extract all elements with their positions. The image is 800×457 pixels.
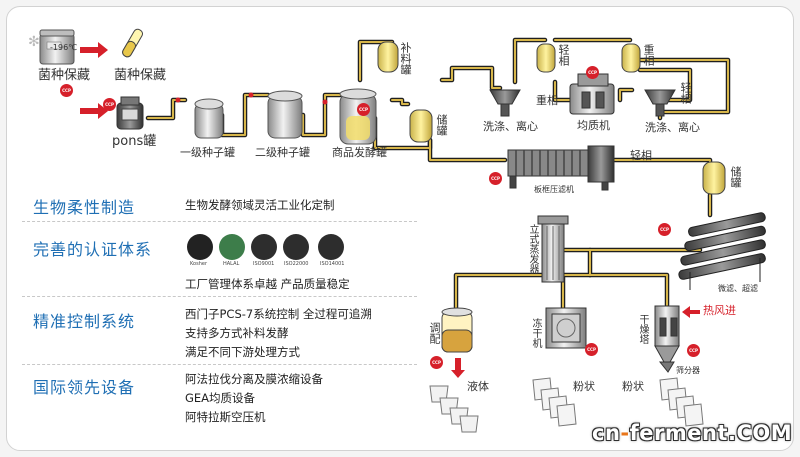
freeze-dryer-equipment xyxy=(545,307,587,349)
label-sieve: 筛分器 xyxy=(676,366,700,375)
cert-caption: Kosher xyxy=(190,261,207,267)
cert-caption: ISO9001 xyxy=(253,261,275,267)
label-blending: 调配 xyxy=(428,322,441,344)
centrifuges xyxy=(489,89,676,117)
feature-heading-equipment: 国际领先设备 xyxy=(33,378,136,397)
label-pons-tank: pons罐 xyxy=(112,134,157,149)
cqc-icon xyxy=(283,234,309,260)
ccp-badge: CCP xyxy=(489,172,502,185)
cqc-icon xyxy=(318,234,344,260)
feature-heading-control-system: 精准控制系统 xyxy=(33,312,136,331)
spray-dryer-equipment xyxy=(654,305,680,373)
label-light-phase-tank-1: 轻相 xyxy=(557,44,570,66)
evaporator-equipment xyxy=(537,215,569,283)
label-feed-tank: 补料罐 xyxy=(399,42,412,75)
label-homogenizer: 均质机 xyxy=(577,119,610,132)
site-logo: cn-ferment.COM xyxy=(592,421,793,445)
label-wash-centrifuge-1: 洗涤、离心 xyxy=(483,120,538,133)
liquid-product-cups xyxy=(429,385,479,433)
label-wash-centrifuge-2: 洗涤、离心 xyxy=(645,121,700,134)
pons-tank-equipment xyxy=(116,96,144,130)
label-filtration: 微滤、超滤 xyxy=(718,284,758,293)
feature-desc-equipment-1: 阿法拉伐分离及膜浓缩设备 xyxy=(185,372,323,386)
pipe-network xyxy=(145,37,731,313)
test-tube xyxy=(122,28,143,58)
feature-desc-control-2: 支持多方式补料发酵 xyxy=(185,326,289,340)
halal-icon xyxy=(219,234,245,260)
powder-bags-1 xyxy=(532,377,577,427)
label-spray-dryer: 干燥塔 xyxy=(637,314,648,344)
label-powder-product-1: 粉状 xyxy=(573,380,595,393)
ccp-badge: CCP xyxy=(687,344,700,357)
ccp-badge: CCP xyxy=(103,98,116,111)
steam-valves xyxy=(175,92,328,105)
membrane-filters xyxy=(678,212,766,290)
liquid-arrow xyxy=(451,358,465,378)
kosher-icon xyxy=(187,234,213,260)
ccp-badge: CCP xyxy=(658,223,671,236)
label-production-fermenter: 商品发酵罐 xyxy=(332,146,387,159)
hot-air-arrow xyxy=(682,306,700,318)
label-strain-storage-tube: 菌种保藏 xyxy=(114,68,167,83)
red-arrows xyxy=(80,42,108,119)
ccp-badge: CCP xyxy=(585,343,598,356)
freezer-display: -196℃ xyxy=(50,43,78,52)
ccp-badge: CCP xyxy=(586,66,599,79)
feature-heading-flexible-manufacturing: 生物柔性制造 xyxy=(33,198,136,217)
feature-desc-control-3: 满足不同下游处理方式 xyxy=(185,345,300,359)
homogenizer-equipment xyxy=(569,73,615,115)
powder-bags-2 xyxy=(659,377,704,427)
ccp-badge: CCP xyxy=(357,103,370,116)
divider xyxy=(22,221,417,222)
blending-tank xyxy=(441,307,473,353)
label-heavy-phase: 重相 xyxy=(536,94,558,107)
divider xyxy=(22,296,417,297)
feature-desc-control-1: 西门子PCS-7系统控制 全过程可追溯 xyxy=(185,307,372,321)
label-light-phase-tank-2: 轻相 xyxy=(679,82,692,104)
feature-desc-equipment-3: 阿特拉斯空压机 xyxy=(185,410,266,424)
freezer-unit: ✻ xyxy=(28,29,75,65)
label-storage-tank-2: 储罐 xyxy=(729,166,742,188)
ccp-badge: CCP xyxy=(430,356,443,369)
ccp-badge: CCP xyxy=(60,84,73,97)
label-plate-filter-press: 板框压滤机 xyxy=(534,185,574,194)
label-hot-air-in: 热风进 xyxy=(703,304,736,317)
label-vertical-evaporator: 立式蒸发器 xyxy=(527,224,538,274)
label-liquid-product: 液体 xyxy=(467,380,489,393)
divider xyxy=(22,364,417,365)
cqc-icon xyxy=(251,234,277,260)
label-heavy-phase-tank: 重相 xyxy=(642,44,655,66)
label-secondary-seed-tank: 二级种子罐 xyxy=(255,146,310,159)
feature-heading-certification: 完善的认证体系 xyxy=(33,240,153,259)
steel-tanks xyxy=(194,88,377,145)
yellow-tanks xyxy=(377,41,726,195)
svg-text:✻: ✻ xyxy=(28,34,40,50)
label-strain-storage: 菌种保藏 xyxy=(38,68,91,83)
label-powder-product-2: 粉状 xyxy=(622,380,644,393)
label-light-phase: 轻相 xyxy=(630,149,652,162)
cert-caption: ISO22000 xyxy=(284,261,309,267)
label-freeze-dryer: 冻干机 xyxy=(530,318,541,348)
feature-desc-certification: 工厂管理体系卓越 产品质量稳定 xyxy=(185,277,350,291)
label-primary-seed-tank: 一级种子罐 xyxy=(180,146,235,159)
cert-caption: HALAL xyxy=(223,261,240,267)
feature-desc-equipment-2: GEA均质设备 xyxy=(185,391,256,405)
cert-caption: ISO14001 xyxy=(320,261,345,267)
filter-press-equipment xyxy=(507,145,615,191)
feature-desc-flexible-manufacturing: 生物发酵领域灵活工业化定制 xyxy=(185,198,335,212)
label-storage-tank-1: 储罐 xyxy=(435,114,448,136)
